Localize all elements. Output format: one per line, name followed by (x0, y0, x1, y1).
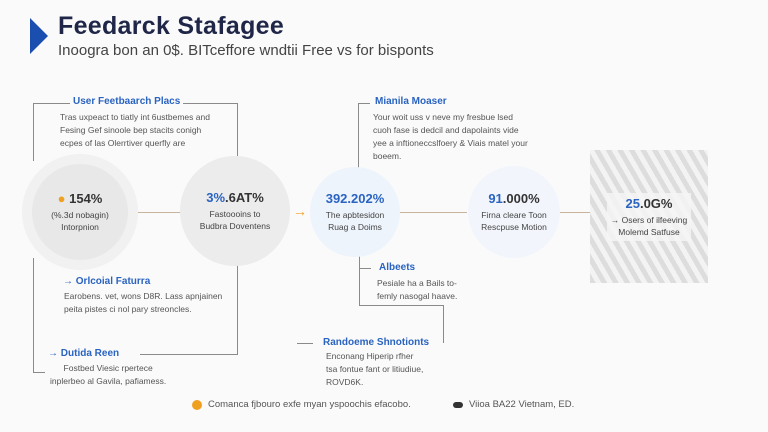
page-title: Feedarck Stafagee (58, 12, 285, 40)
node-label: Molemd Satfuse (618, 226, 680, 237)
value-prefix: 25 (625, 195, 640, 211)
section-title-user-feedback: User Feetbaarch Placs (70, 96, 184, 107)
text-line: ROVD6K. (326, 377, 364, 387)
node-label: → Osers of ilfeeving (610, 214, 688, 225)
camera-icon (453, 402, 463, 408)
text-line: Pesiale ha a Bails to- (377, 278, 457, 288)
value-prefix: 91 (488, 191, 503, 206)
award-icon: ● (57, 191, 66, 206)
connector (359, 305, 444, 307)
value-prefix: 3% (206, 190, 226, 205)
value: 392.202% (325, 191, 385, 206)
value: .000% (502, 191, 540, 206)
section-body-randoeme: Enconang Hiperip rfher tsa fontue fant o… (326, 350, 423, 389)
node-label: Rescpuse Motion (481, 222, 547, 232)
label: Dutida Reen (60, 348, 120, 359)
node-value: ● 154% (58, 191, 103, 206)
node-value: 91.000% (488, 191, 539, 206)
node-label: (%.3d nobagin) (51, 210, 109, 220)
section-title-dutida: → Dutida Reen (45, 348, 123, 359)
node-4: 91.000% Firna cleare Toon Rescpuse Motio… (468, 166, 560, 258)
text-line: Tras uxpeact to tiatly int 6ustbemes and (60, 112, 210, 122)
section-body-mianila: Your woit uss v neve my fresbue lsed cuo… (373, 111, 528, 163)
node-label: Ruag a Doims (328, 222, 382, 232)
node-value: 3%.6AT% (206, 190, 264, 205)
arrow-right-icon: → (293, 203, 307, 219)
connector (140, 354, 238, 356)
node-2: 3%.6AT% Fastoooins to Budbra Doventens (180, 156, 290, 266)
node-value: 392.202% (326, 191, 385, 206)
text-line: cuoh fase is dedcil and dapolaints vide (373, 125, 519, 135)
connector (33, 258, 35, 373)
value: .6AT% (225, 190, 264, 205)
text-line: inplerbeo al Gavila, pafiamess. (50, 376, 167, 386)
connector (358, 103, 370, 105)
text-line: Fostbed Viesic rpertece (63, 363, 153, 373)
node-1: ● 154% (%.3d nobagin) Intorpnion (22, 154, 138, 270)
value: .0G% (639, 195, 673, 211)
text-line: ecpes of las Olerrtiver querfly are (60, 138, 186, 148)
section-title-mianila: Mianila Moaser (372, 96, 450, 107)
value: 154% (69, 191, 103, 206)
connector (33, 372, 45, 374)
node-3: 392.202% The apbtesidon Ruag a Doims (310, 167, 400, 257)
text-line: tsa fontue fant or litiudiue, (326, 364, 424, 374)
connector (359, 250, 361, 306)
section-title-albeets: Albeets (376, 262, 419, 273)
text-line: boeem. (373, 151, 402, 161)
connector (358, 103, 360, 171)
connector (297, 343, 313, 345)
connector (33, 103, 35, 161)
title-marker-icon (30, 18, 48, 54)
footer-note-left: Comanca fjbouro exfe myan yspoochis efac… (208, 399, 411, 410)
connector (443, 305, 445, 343)
connector (237, 103, 239, 156)
node-label: Budbra Doventens (199, 221, 271, 231)
text-line: femly nasogal haave. (377, 291, 458, 301)
connector (395, 212, 467, 214)
label: Orlcoial Faturra (75, 276, 151, 287)
section-title-oricoial: → Orlcoial Faturra (60, 276, 154, 287)
node-label: Firna cleare Toon (481, 210, 547, 220)
connector (133, 212, 191, 214)
section-body-dutida: Fostbed Viesic rpertece inplerbeo al Gav… (50, 362, 166, 388)
node-label: Fastoooins to (209, 209, 261, 219)
connector (558, 212, 596, 214)
connector (237, 255, 239, 355)
text-line: Your woit uss v neve my fresbue lsed (373, 112, 514, 122)
page-subtitle: Inoogra bon an 0$. BITceffore wndtii Fre… (58, 42, 434, 59)
node-label: Intorpnion (61, 222, 99, 232)
section-body-oricoial: Earobens. vet, wons D8R. Lass apnjainen … (64, 290, 222, 316)
node-label: The apbtesidon (325, 210, 385, 220)
section-body-albeets: Pesiale ha a Bails to- femly nasogal haa… (377, 277, 457, 303)
text-line: Earobens. vet, wons D8R. Lass apnjainen (64, 291, 223, 301)
section-body-user-feedback: Tras uxpeact to tiatly int 6ustbemes and… (60, 111, 210, 150)
text-line: Enconang Hiperip rfher (326, 351, 414, 361)
node-value: 25.0G% (611, 196, 688, 211)
footer-note-right: Viioa BA22 Vietnam, ED. (469, 399, 575, 410)
connector (359, 268, 371, 270)
orange-dot-icon (192, 400, 202, 410)
node-5-pattern-tile: 25.0G% → Osers of ilfeeving Molemd Satfu… (590, 150, 708, 283)
text-line: peita pistes ci nol pary streoncles. (64, 304, 192, 314)
text-line: Fesing Gef sinoole bep stacits conigh (60, 125, 202, 135)
section-title-randoeme: Randoeme Shnotionts (320, 337, 433, 348)
text-line: yee a inftioneccslfoery & Viais matel yo… (373, 138, 528, 148)
